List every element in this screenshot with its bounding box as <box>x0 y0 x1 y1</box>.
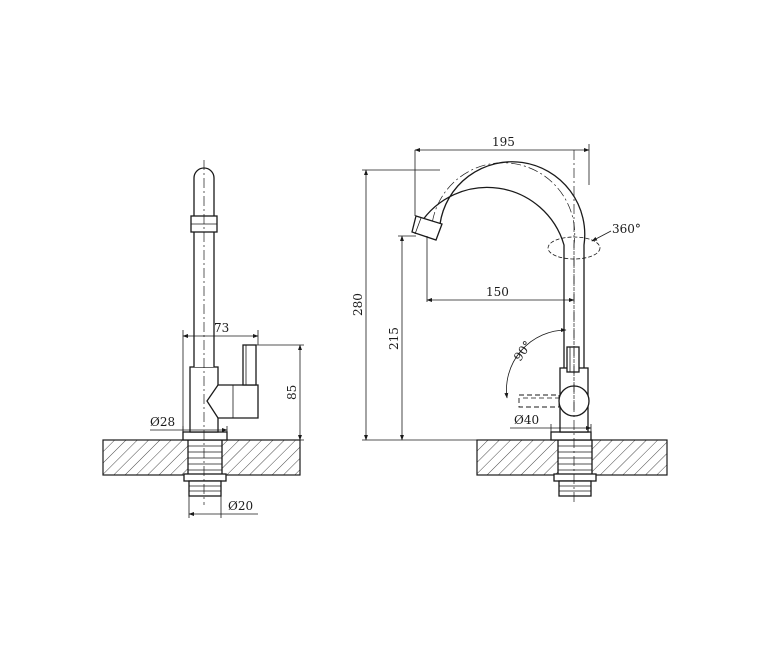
front-lever <box>566 346 580 373</box>
dim-front-width: 195 <box>492 135 515 149</box>
front-view: 195 150 280 215 360° 90° Ø40 <box>351 135 668 505</box>
front-base-flange <box>550 431 592 441</box>
front-lever-arc <box>504 328 567 399</box>
dim-front-total-height: 280 <box>351 293 365 316</box>
dim-front-base-dia: Ø40 <box>514 413 539 427</box>
front-gooseneck-spout <box>418 161 586 368</box>
front-spout-centerline <box>431 162 576 410</box>
side-lever <box>242 344 257 386</box>
side-mounting-shank <box>183 439 227 497</box>
dim-front-reach: 150 <box>486 285 509 299</box>
side-view: 73 85 Ø28 Ø20 <box>102 160 304 518</box>
side-handle <box>206 384 259 419</box>
dim-front-spout-height: 215 <box>387 327 401 350</box>
dim-side-width: 73 <box>214 321 229 335</box>
dim-front-swivel: 360° <box>612 222 641 236</box>
dim-side-height: 85 <box>285 385 299 400</box>
front-mounting-shank <box>553 439 597 497</box>
side-base-flange <box>182 431 228 441</box>
front-lever-rotated <box>518 394 560 408</box>
dim-side-base-dia: Ø28 <box>150 415 175 429</box>
dim-side-thread-dia: Ø20 <box>228 499 253 513</box>
front-swivel-ellipse <box>547 236 601 260</box>
